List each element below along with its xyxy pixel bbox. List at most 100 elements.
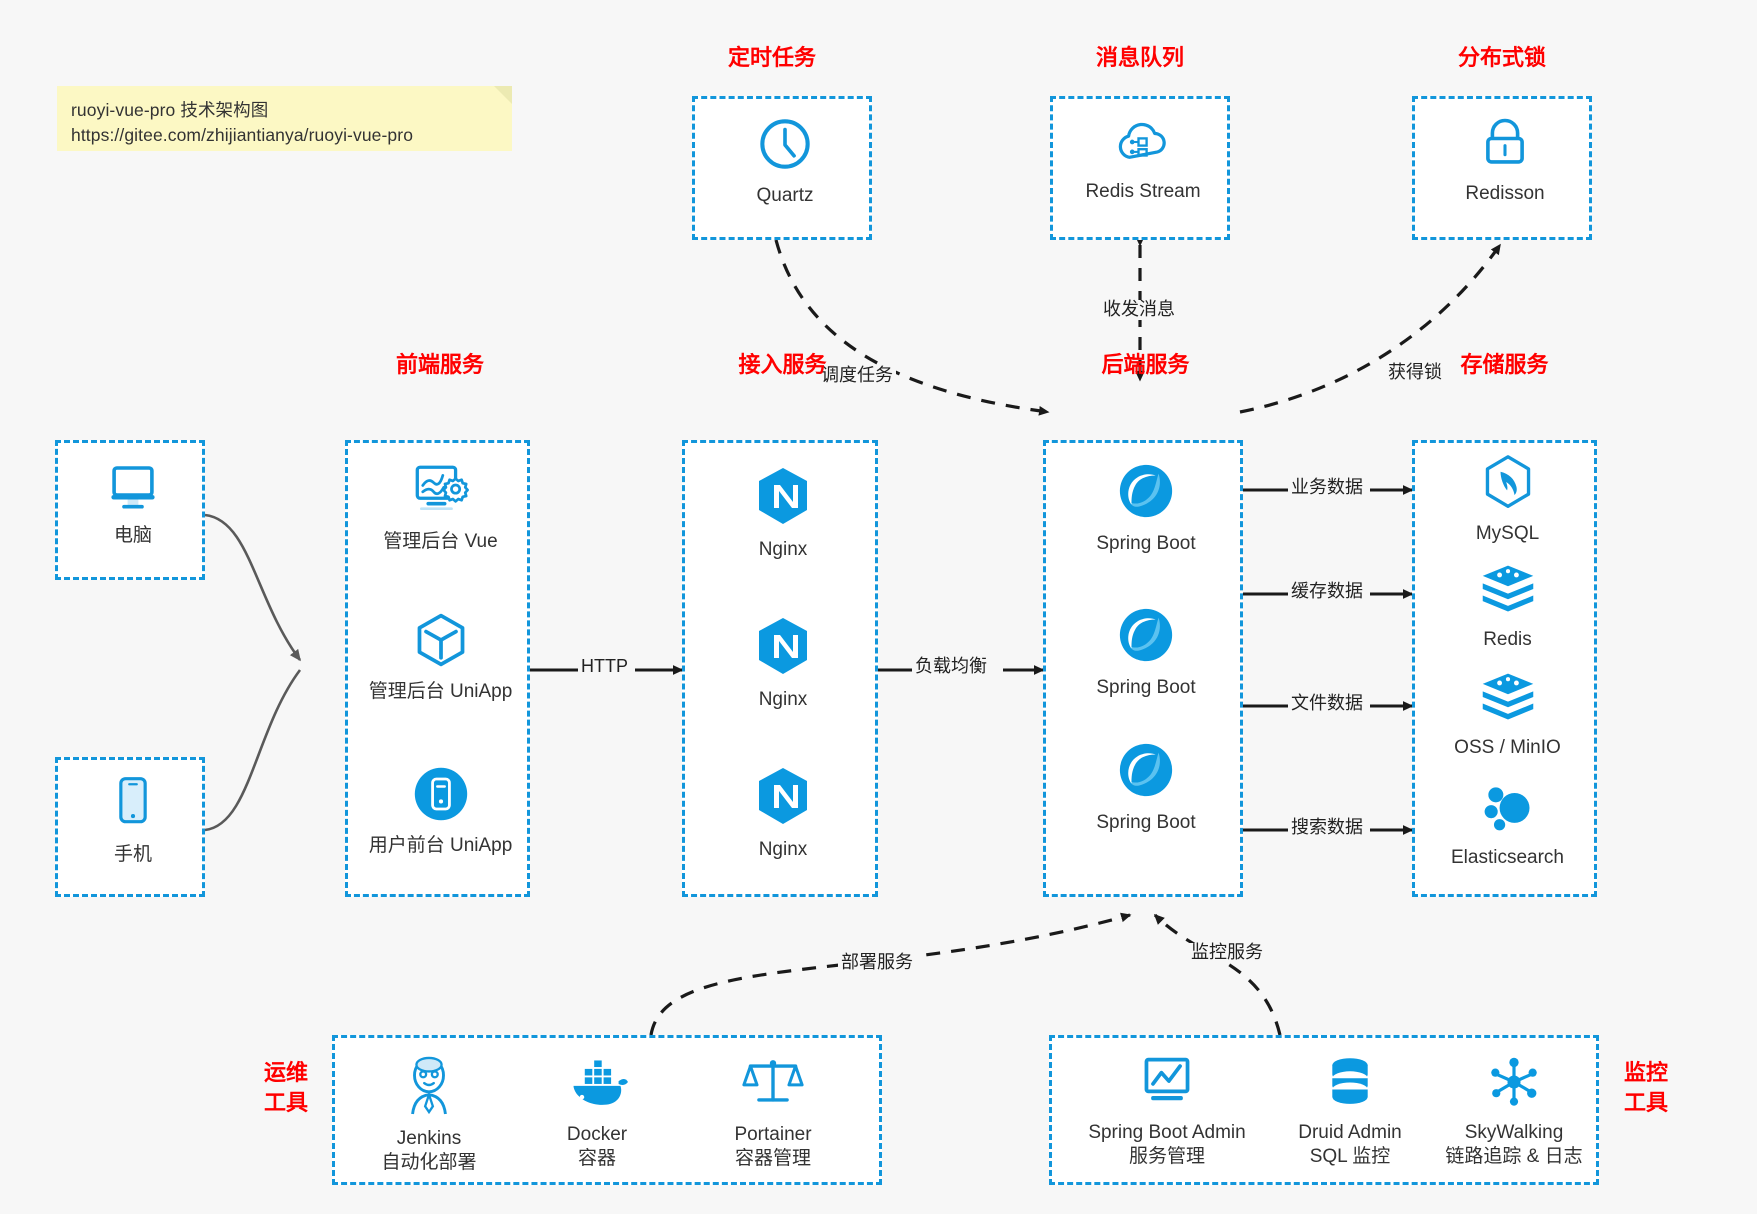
node-mobile[interactable]: 手机 <box>58 774 208 867</box>
node-label-mobile: 手机 <box>113 844 152 865</box>
node-admin-vue[interactable]: 管理后台 Vue <box>348 461 533 554</box>
node-elasticsearch[interactable]: Elasticsearch <box>1415 779 1600 870</box>
jenkins-butler-icon <box>400 1054 458 1121</box>
node-label-quartz: Quartz <box>756 185 814 206</box>
smartphone-icon <box>108 774 158 837</box>
node-mysql[interactable]: MySQL <box>1415 453 1600 546</box>
node-nginx-1[interactable]: Nginx <box>685 465 881 562</box>
edge-label-schedule-task: 调度任务 <box>818 365 896 386</box>
spring-boot-icon <box>1116 461 1176 526</box>
group-title-monitor-line2: 工具 <box>1623 1089 1668 1115</box>
mysql-dolphin-icon <box>1480 453 1536 516</box>
group-box-backend: Spring Boot Spring Boot Spring Boot <box>1043 440 1243 897</box>
node-skywalking[interactable]: SkyWalking 链路追踪 & 日志 <box>1424 1054 1604 1169</box>
node-label-spring-boot-3: Spring Boot <box>1096 812 1196 833</box>
network-nodes-icon <box>1485 1054 1543 1115</box>
nginx-icon <box>755 465 811 532</box>
dashboard-gear-icon <box>410 461 472 524</box>
node-oss-minio[interactable]: OSS / MinIO <box>1415 669 1600 760</box>
monitor-chart-icon <box>1138 1054 1196 1115</box>
node-label-mysql: MySQL <box>1475 523 1540 544</box>
edge-monitor-to-backend <box>1153 913 1282 1036</box>
edge-label-business-data: 业务数据 <box>1288 477 1366 498</box>
group-box-frontend: 管理后台 Vue 管理后台 UniApp <box>345 440 530 897</box>
edge-pc-to-frontend <box>204 513 302 662</box>
node-label-admin-uniapp: 管理后台 UniApp <box>368 681 513 702</box>
node-label-redisson: Redisson <box>1465 183 1545 204</box>
node-admin-uniapp[interactable]: 管理后台 UniApp <box>348 611 533 704</box>
node-spring-boot-3[interactable]: Spring Boot <box>1046 740 1246 835</box>
node-label-nginx-1: Nginx <box>758 539 808 560</box>
node-jenkins[interactable]: Jenkins 自动化部署 <box>349 1054 509 1175</box>
elasticsearch-icon <box>1479 779 1537 840</box>
edge-label-file-data: 文件数据 <box>1288 693 1366 714</box>
edge-label-cache-data: 缓存数据 <box>1288 581 1366 602</box>
note-fold-corner <box>494 86 512 104</box>
node-label-admin-vue: 管理后台 Vue <box>383 531 498 552</box>
lock-icon <box>1478 115 1532 176</box>
group-title-frontend: 前端服务 <box>395 352 484 377</box>
group-title-monitor-line1: 监控 <box>1623 1060 1668 1085</box>
edge-mobile-to-frontend <box>204 669 302 832</box>
mobile-circle-icon <box>412 765 470 828</box>
desktop-monitor-icon <box>104 459 162 518</box>
node-sublabel-skywalking: 链路追踪 & 日志 <box>1445 1145 1583 1167</box>
node-sublabel-druid-admin: SQL 监控 <box>1309 1145 1391 1167</box>
group-title-mq: 消息队列 <box>1095 45 1184 70</box>
group-title-devops: 运维 工具 <box>255 1058 317 1117</box>
database-icon <box>1323 1054 1377 1115</box>
group-title-devops-line2: 工具 <box>263 1089 308 1115</box>
nginx-icon <box>755 615 811 682</box>
docker-whale-icon <box>566 1054 628 1117</box>
node-label-user-uniapp: 用户前台 UniApp <box>368 835 513 856</box>
node-redis[interactable]: Redis <box>1415 561 1600 652</box>
group-title-scheduler: 定时任务 <box>727 45 816 70</box>
node-sublabel-spring-boot-admin: 服务管理 <box>1128 1145 1205 1167</box>
edge-quartz-to-backend <box>774 239 1050 416</box>
node-user-uniapp[interactable]: 用户前台 UniApp <box>348 765 533 858</box>
edge-label-acquire-lock: 获得锁 <box>1385 362 1445 383</box>
group-box-mq: Redis Stream <box>1050 96 1230 240</box>
node-portainer[interactable]: Portainer 容器管理 <box>683 1054 863 1171</box>
node-spring-boot-admin[interactable]: Spring Boot Admin 服务管理 <box>1062 1054 1272 1169</box>
node-quartz[interactable]: Quartz <box>695 115 875 208</box>
node-redis-stream[interactable]: Redis Stream <box>1053 115 1233 204</box>
group-box-pc: 电脑 <box>55 440 205 580</box>
node-spring-boot-1[interactable]: Spring Boot <box>1046 461 1246 556</box>
clock-icon <box>756 115 814 178</box>
cloud-stream-icon <box>1114 115 1172 174</box>
group-title-storage: 存储服务 <box>1460 352 1549 377</box>
node-label-oss-minio: OSS / MinIO <box>1454 737 1561 758</box>
node-label-elasticsearch: Elasticsearch <box>1451 847 1564 868</box>
edge-label-http: HTTP <box>578 656 631 677</box>
edge-label-load-balance: 负载均衡 <box>912 656 990 677</box>
redis-stack-icon <box>1479 561 1537 622</box>
node-druid-admin[interactable]: Druid Admin SQL 监控 <box>1270 1054 1430 1169</box>
group-title-lock: 分布式锁 <box>1457 45 1546 70</box>
group-title-backend: 后端服务 <box>1101 352 1190 377</box>
group-title-gateway: 接入服务 <box>738 352 827 377</box>
scales-icon <box>742 1054 804 1117</box>
node-pc[interactable]: 电脑 <box>58 459 208 548</box>
spring-boot-icon <box>1116 605 1176 670</box>
node-label-nginx-3: Nginx <box>758 839 808 860</box>
node-label-nginx-2: Nginx <box>758 689 808 710</box>
node-nginx-3[interactable]: Nginx <box>685 765 881 862</box>
redis-stack-icon <box>1479 669 1537 730</box>
edge-label-send-receive-message: 收发消息 <box>1100 299 1178 320</box>
node-nginx-2[interactable]: Nginx <box>685 615 881 712</box>
group-title-monitor: 监控 工具 <box>1615 1058 1677 1117</box>
note-title: ruoyi-vue-pro 技术架构图 <box>71 100 269 120</box>
group-box-scheduler: Quartz <box>692 96 872 240</box>
node-docker[interactable]: Docker 容器 <box>517 1054 677 1171</box>
node-spring-boot-2[interactable]: Spring Boot <box>1046 605 1246 700</box>
group-title-devops-line1: 运维 <box>263 1060 308 1085</box>
node-sublabel-jenkins: 自动化部署 <box>381 1151 477 1173</box>
group-box-mobile: 手机 <box>55 757 205 897</box>
edge-label-deploy-service: 部署服务 <box>838 952 916 973</box>
node-sublabel-docker: 容器 <box>577 1147 616 1169</box>
node-redisson[interactable]: Redisson <box>1415 115 1595 206</box>
group-box-monitor: Spring Boot Admin 服务管理 Druid Admin SQL 监… <box>1049 1035 1599 1185</box>
cube-icon <box>412 611 470 674</box>
